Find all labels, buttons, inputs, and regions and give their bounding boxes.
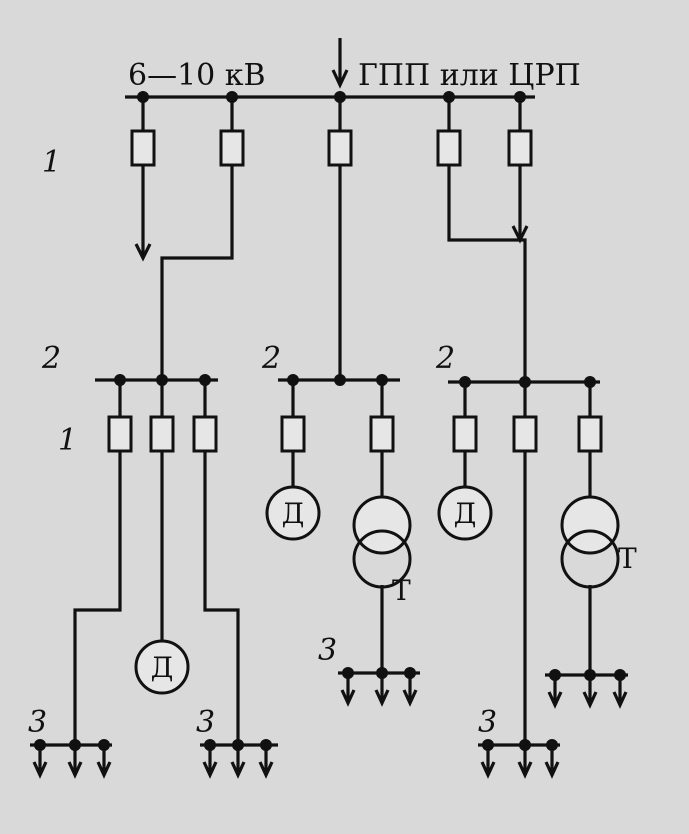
distribution-switchgear-cells xyxy=(107,380,603,453)
label-3-second: 3 xyxy=(196,705,215,740)
label-2-middle: 2 xyxy=(261,341,281,376)
load-busbar-2 xyxy=(200,739,278,779)
main-switchgear-cells xyxy=(130,97,533,167)
label-2-left: 2 xyxy=(41,341,61,376)
label-3-middle: 3 xyxy=(318,633,337,668)
transformer-label: Т xyxy=(392,574,411,607)
motor-left: Д xyxy=(134,639,190,695)
label-1-top: 1 xyxy=(42,145,61,180)
label-3-left: 3 xyxy=(28,705,47,740)
label-3-right: 3 xyxy=(478,705,497,740)
motor-label: Д xyxy=(454,497,477,530)
incoming-supply-arrow xyxy=(331,38,349,89)
label-1-lower: 1 xyxy=(58,423,77,458)
label-2-right: 2 xyxy=(435,341,455,376)
feeder-lines xyxy=(160,165,527,382)
middle-group-lines xyxy=(291,451,384,673)
load-busbar-1 xyxy=(30,739,112,779)
source-label: ГПП или ЦРП xyxy=(358,58,581,93)
transformer-label: Т xyxy=(618,542,637,575)
load-busbar-5 xyxy=(478,739,560,779)
transformer-right: Т xyxy=(560,495,637,589)
motor-label: Д xyxy=(151,651,174,684)
left-group-lines xyxy=(73,451,240,745)
load-busbar-4 xyxy=(545,669,628,709)
motor-middle: Д xyxy=(265,485,321,541)
load-busbar-3 xyxy=(338,667,420,707)
motor-right: Д xyxy=(437,485,493,541)
transformer-middle: Т xyxy=(352,495,412,607)
right-group-lines xyxy=(463,451,592,745)
motor-label: Д xyxy=(282,497,305,530)
voltage-label: 6—10 кВ xyxy=(128,58,266,93)
main-outgoing-arrows xyxy=(134,165,529,262)
